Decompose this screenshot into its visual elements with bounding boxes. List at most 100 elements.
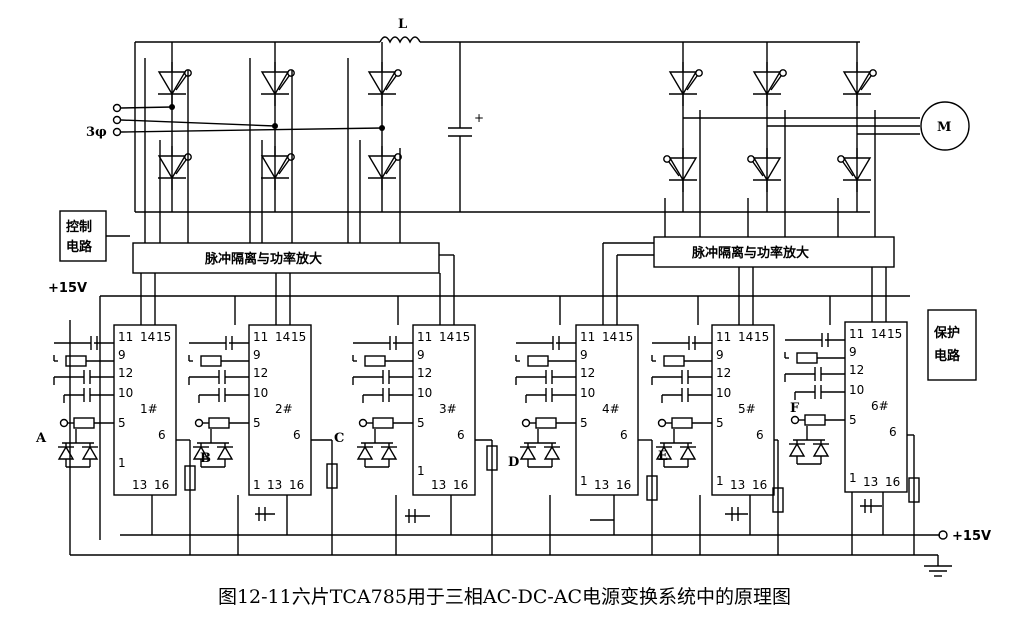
svg-text:1: 1 [580, 474, 588, 488]
tag-b: B [200, 451, 211, 466]
chip-id-4: 4# [602, 402, 620, 416]
pulse-amp-left [132, 242, 440, 274]
tca785-chip-2: 11 14 15 9 12 10 5 6 1 13 16 2# [189, 324, 312, 496]
svg-text:5: 5 [716, 416, 724, 430]
svg-text:16: 16 [154, 478, 169, 492]
svg-text:5: 5 [580, 416, 588, 430]
three-phase-label: 3φ [86, 125, 107, 140]
pulse-amp-right [653, 236, 895, 268]
chip-id-5: 5# [738, 402, 756, 416]
svg-text:13: 13 [594, 478, 609, 492]
svg-text:10: 10 [716, 386, 731, 400]
svg-text:14: 14 [140, 330, 155, 344]
svg-text:1: 1 [253, 478, 261, 492]
svg-text:10: 10 [118, 386, 133, 400]
svg-text:16: 16 [885, 475, 900, 489]
svg-text:9: 9 [417, 348, 425, 362]
svg-text:11: 11 [580, 330, 595, 344]
capacitor-plus: + [474, 111, 484, 125]
svg-text:6: 6 [620, 428, 628, 442]
svg-text:6: 6 [889, 425, 897, 439]
tca785-chip-6: 11 14 15 9 12 10 5 6 1 13 16 6# [785, 321, 908, 493]
svg-text:6: 6 [158, 428, 166, 442]
svg-text:13: 13 [132, 478, 147, 492]
svg-text:14: 14 [275, 330, 290, 344]
svg-text:15: 15 [887, 327, 902, 341]
svg-text:9: 9 [253, 348, 261, 362]
protect-label-1: 保护 [933, 325, 960, 341]
svg-text:13: 13 [267, 478, 282, 492]
svg-text:9: 9 [716, 348, 724, 362]
inductor-label: L [398, 17, 407, 32]
svg-text:6: 6 [457, 428, 465, 442]
svg-text:5: 5 [118, 416, 126, 430]
svg-text:13: 13 [863, 475, 878, 489]
supply-left-label: +15V [48, 281, 87, 296]
svg-text:5: 5 [417, 416, 425, 430]
protect-circuit-box [927, 309, 977, 381]
svg-text:12: 12 [253, 366, 268, 380]
svg-text:12: 12 [118, 366, 133, 380]
tca785-chip-4: 11 14 15 9 12 10 5 6 1 13 16 4# [516, 324, 639, 496]
svg-text:12: 12 [417, 366, 432, 380]
svg-text:11: 11 [118, 330, 133, 344]
svg-text:12: 12 [849, 363, 864, 377]
svg-text:16: 16 [289, 478, 304, 492]
svg-text:1: 1 [849, 471, 857, 485]
svg-text:14: 14 [602, 330, 617, 344]
inverter-bridge [663, 42, 920, 212]
svg-text:12: 12 [716, 366, 731, 380]
svg-text:1: 1 [417, 464, 425, 478]
tag-a: A [35, 431, 47, 446]
svg-text:9: 9 [849, 345, 857, 359]
pulse-amp-left-label: 脉冲隔离与功率放大 [204, 251, 322, 267]
pulse-amp-right-label: 脉冲隔离与功率放大 [691, 245, 809, 261]
svg-text:13: 13 [730, 478, 745, 492]
svg-text:9: 9 [580, 348, 588, 362]
svg-text:11: 11 [253, 330, 268, 344]
svg-text:13: 13 [431, 478, 446, 492]
svg-text:14: 14 [871, 327, 886, 341]
tag-d: D [508, 455, 519, 470]
svg-text:15: 15 [618, 330, 633, 344]
svg-text:6: 6 [293, 428, 301, 442]
svg-text:15: 15 [455, 330, 470, 344]
control-label-1: 控制 [66, 219, 92, 235]
svg-text:11: 11 [417, 330, 432, 344]
motor-icon [920, 101, 970, 151]
svg-text:5: 5 [253, 416, 261, 430]
chip-id-6: 6# [871, 399, 889, 413]
svg-text:1: 1 [118, 456, 126, 470]
svg-text:10: 10 [417, 386, 432, 400]
svg-text:10: 10 [849, 383, 864, 397]
svg-text:16: 16 [752, 478, 767, 492]
tca785-chip-1: 11 14 15 9 12 10 5 6 1 13 16 1# [54, 324, 177, 496]
svg-text:9: 9 [118, 348, 126, 362]
svg-text:15: 15 [291, 330, 306, 344]
figure-caption: 图12-11六片TCA785用于三相AC-DC-AC电源变换系统中的原理图 [217, 586, 792, 608]
tag-e: E [658, 449, 668, 464]
supply-right-label: +15V [952, 529, 991, 544]
svg-text:11: 11 [716, 330, 731, 344]
svg-text:14: 14 [439, 330, 454, 344]
tag-f: F [790, 401, 800, 416]
svg-text:15: 15 [754, 330, 769, 344]
svg-text:16: 16 [616, 478, 631, 492]
svg-text:6: 6 [756, 428, 764, 442]
svg-text:16: 16 [453, 478, 468, 492]
svg-text:10: 10 [580, 386, 595, 400]
motor-label: M [937, 120, 951, 135]
chip-id-2: 2# [275, 402, 293, 416]
control-label-2: 电路 [66, 239, 93, 255]
svg-text:14: 14 [738, 330, 753, 344]
rectifier-bridge [157, 42, 402, 212]
svg-text:1: 1 [716, 474, 724, 488]
svg-text:15: 15 [156, 330, 171, 344]
tca785-chip-3: 11 14 15 9 12 10 5 6 1 13 16 3# [353, 324, 476, 496]
chip-id-1: 1# [140, 402, 158, 416]
tag-c: C [334, 431, 344, 446]
svg-text:5: 5 [849, 413, 857, 427]
svg-text:11: 11 [849, 327, 864, 341]
chip-id-3: 3# [439, 402, 457, 416]
